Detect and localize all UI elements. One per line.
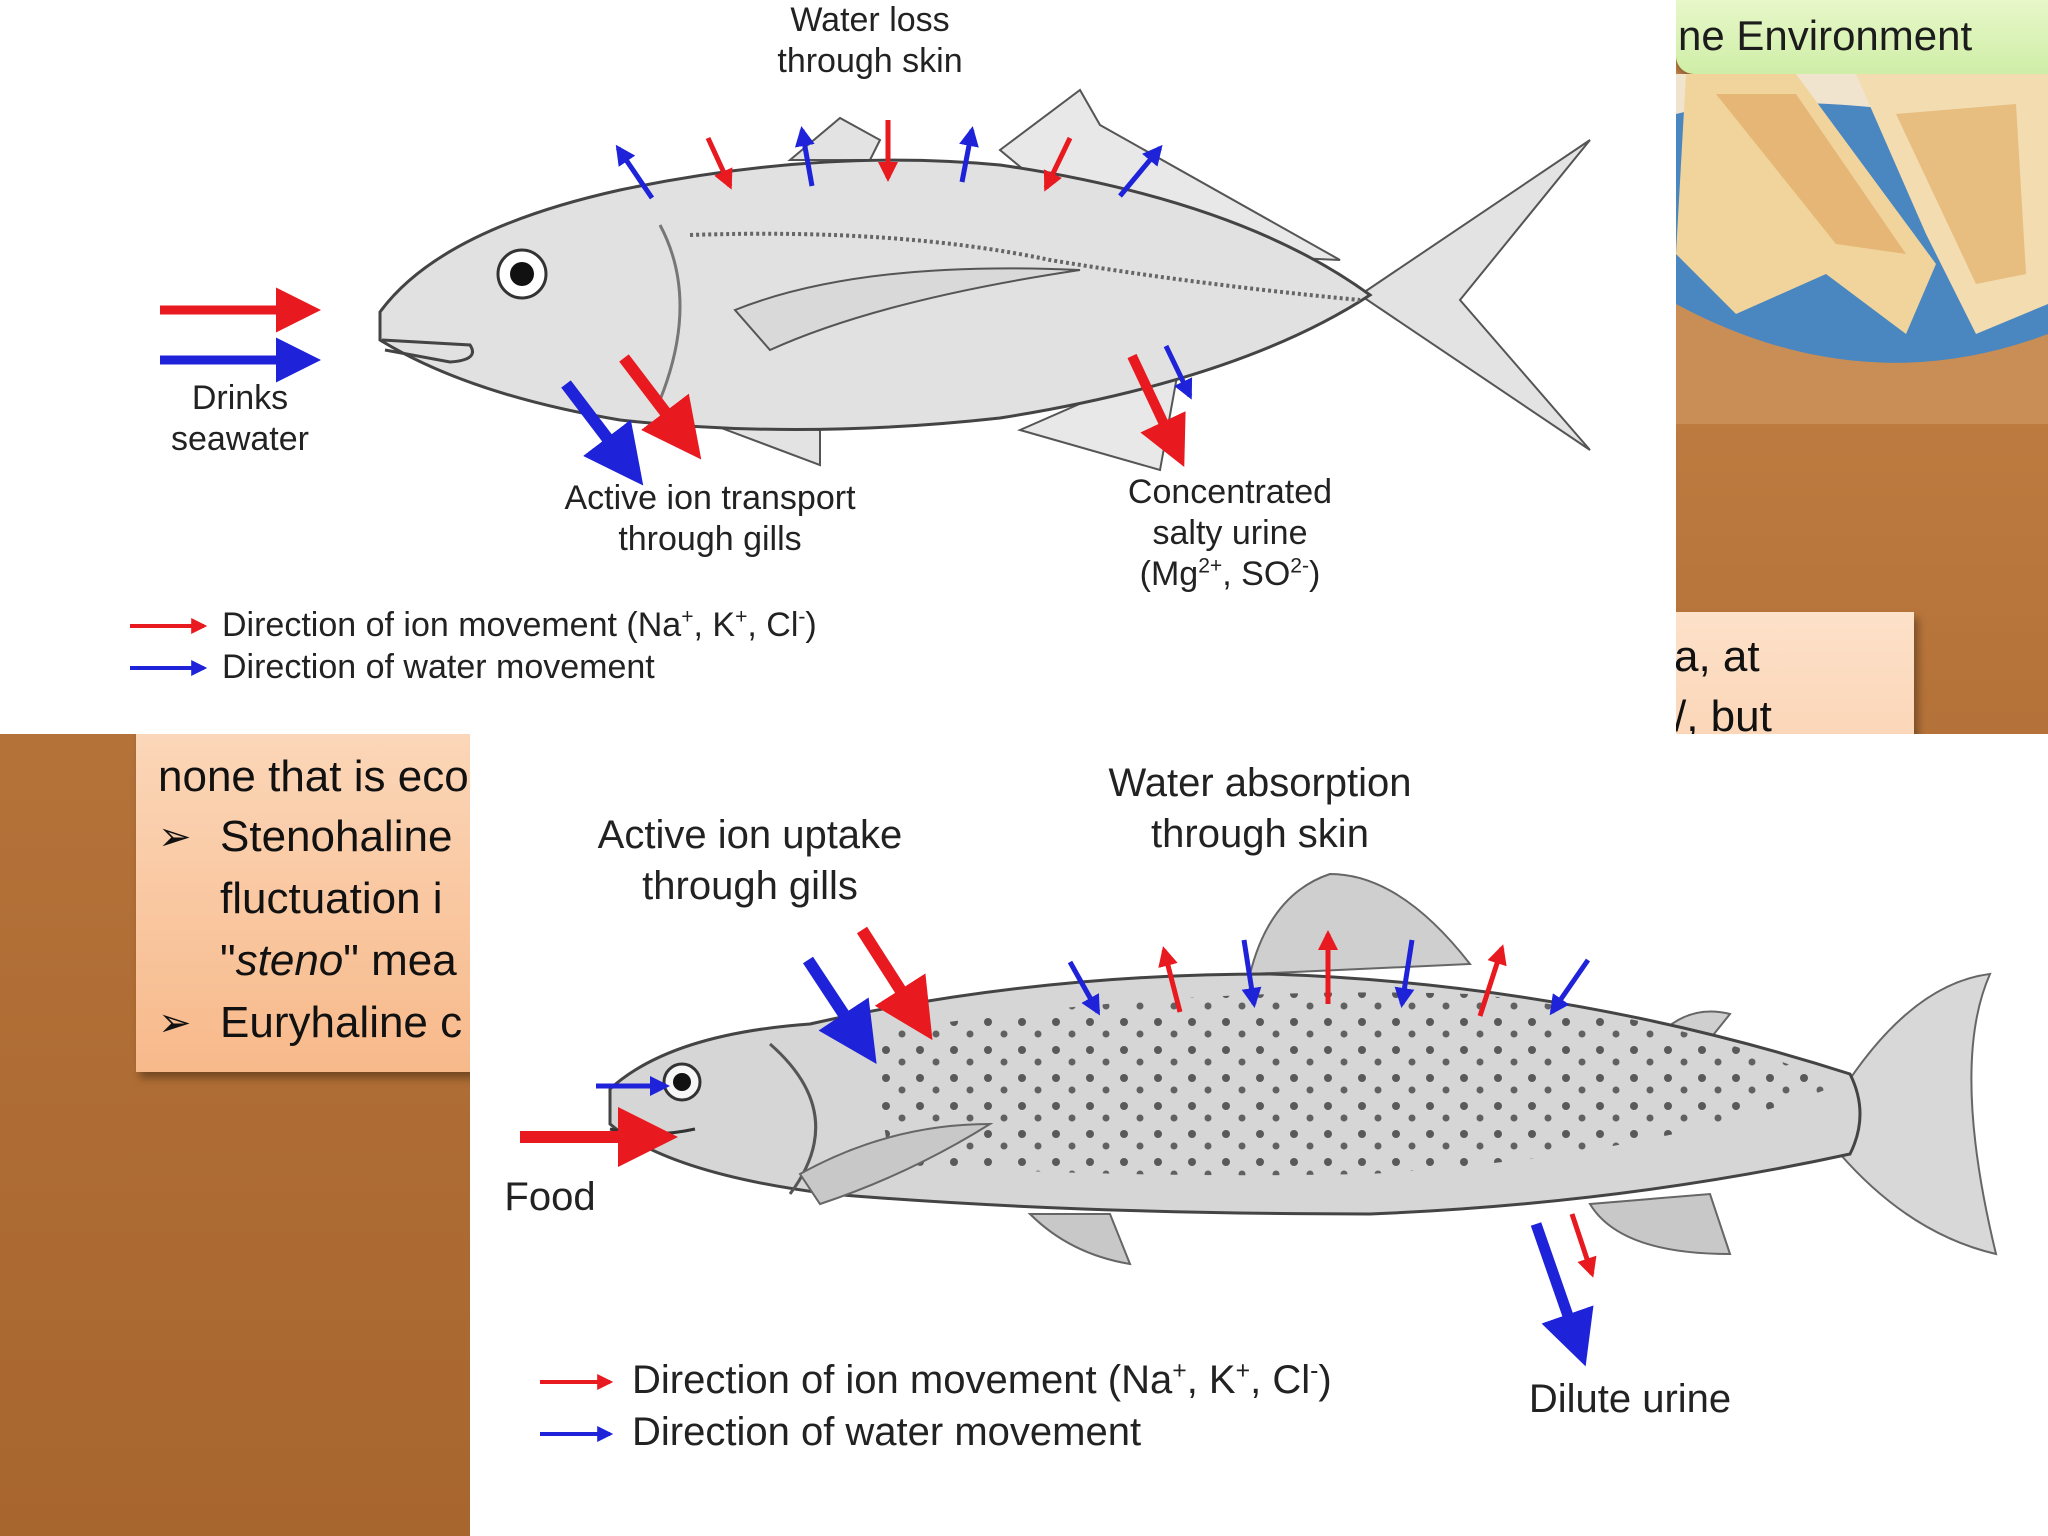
- bullet-item-stenohaline-cont: fluctuation i: [220, 874, 443, 923]
- legend-ion-movement: Direction of ion movement (Na+, K+, Cl-): [632, 1357, 1332, 1402]
- bullet-arrow-icon: ➢: [158, 1001, 192, 1045]
- bullet-text-right-1: a, at: [1674, 632, 1760, 681]
- bullet-text-right-2: /, but: [1674, 692, 1772, 741]
- marine-fish-illustration: [130, 88, 1591, 676]
- starfish-photo: [1676, 74, 2048, 424]
- bullet-text-line: none that is eco: [158, 752, 469, 801]
- legend-water-movement: Direction of water movement: [632, 1410, 1142, 1454]
- bullet-arrow-icon: ➢: [158, 815, 192, 859]
- label-food: Food: [504, 1175, 596, 1219]
- marine-fish-diagram: Water loss through skin Drinks seawater …: [0, 0, 1676, 734]
- label-water-absorption: Water absorption through skin: [1108, 761, 1412, 857]
- legend-water-movement: Direction of water movement: [222, 648, 655, 686]
- legend-ion-movement: Direction of ion movement (Na+, K+, Cl-): [222, 605, 817, 644]
- slide-title-tab: ne Environment: [1676, 0, 2048, 74]
- bullet-item-euryhaline: Euryhaline c: [220, 998, 463, 1047]
- freshwater-fish-diagram: Water absorption through skin Active ion…: [470, 734, 2048, 1536]
- label-active-ion-uptake: Active ion uptake through gills: [597, 813, 903, 909]
- label-concentrated-urine: Concentrated salty urine (Mg2+, SO2-): [1127, 473, 1333, 593]
- label-dilute-urine: Dilute urine: [1528, 1377, 1732, 1421]
- starfish-illustration: [1676, 74, 2048, 424]
- label-water-loss: Water loss through skin: [777, 1, 963, 80]
- bullet-item-steno-meaning: "steno" mea: [220, 936, 457, 985]
- label-active-ion-transport: Active ion transport through gills: [564, 479, 856, 558]
- bullet-item-stenohaline: Stenohaline: [220, 812, 453, 861]
- slide-title: ne Environment: [1678, 12, 1973, 59]
- label-drinks-seawater: Drinks seawater: [171, 379, 309, 458]
- freshwater-fish-illustration: [520, 872, 1998, 1442]
